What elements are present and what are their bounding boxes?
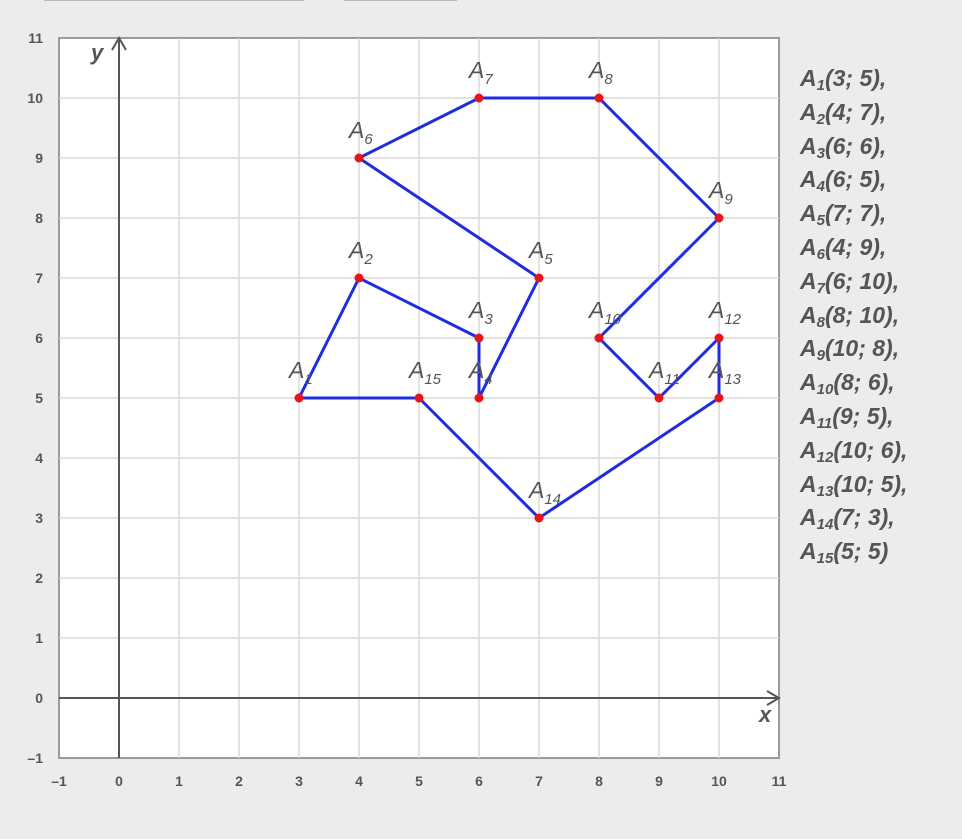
point-label: A5 [527, 237, 553, 268]
y-tick-label: 2 [35, 570, 43, 586]
y-tick-label: 11 [28, 30, 43, 46]
point-label: A13 [707, 357, 742, 388]
y-axis-arrow [111, 36, 127, 51]
x-axis-arrow [766, 690, 781, 706]
coordinates-list: A1(3; 5), A2(4; 7), A3(6; 6), A4(6; 5), A5(7… [800, 62, 907, 569]
coordinate-item: A3(6; 6), [800, 132, 887, 162]
point-label: A15 [407, 357, 442, 388]
x-tick-label: 7 [535, 773, 543, 789]
polygon-edge [357, 156, 541, 280]
coordinate-item: A4(6; 5), [800, 166, 887, 196]
point-label: A14 [527, 477, 561, 508]
coordinate-item: A8(8; 10), [800, 301, 900, 331]
x-tick-label: 5 [415, 773, 423, 789]
polygon-edge [477, 276, 541, 400]
polygon-edge [597, 96, 721, 220]
coordinate-item: A11(9; 5), [800, 402, 894, 432]
coordinate-item: A10(8; 6), [800, 369, 895, 399]
x-tick-label: 3 [295, 773, 303, 789]
y-tick-label: 10 [27, 90, 43, 106]
point-marker [714, 333, 724, 343]
polygon-edge [417, 396, 541, 520]
point-label: A6 [347, 117, 373, 148]
coordinate-item: A9(10; 8), [800, 335, 900, 365]
point-marker [594, 93, 604, 103]
y-tick-label: 4 [35, 450, 43, 466]
answer-input-2[interactable] [344, 0, 457, 1]
point-marker [354, 153, 364, 163]
answer-input-1[interactable] [44, 0, 304, 1]
coordinate-item: A12(10; 6), [800, 436, 908, 466]
point-label: A4 [467, 357, 493, 388]
point-label: A3 [467, 297, 493, 328]
coordinate-item: A5(7; 7), [800, 200, 887, 230]
polygon-edge [657, 336, 721, 400]
x-tick-label: 8 [595, 773, 603, 789]
point-label: A9 [707, 177, 733, 208]
point-label: A1 [287, 357, 313, 388]
point-label: A11 [647, 357, 680, 388]
y-tick-label: 1 [35, 630, 43, 646]
polygon [297, 96, 721, 520]
points [294, 93, 724, 523]
x-axis-label: x [758, 702, 772, 727]
y-tick-label: 5 [35, 390, 43, 406]
polygon-edge [597, 216, 721, 340]
x-tick-label: 11 [772, 773, 787, 789]
x-tick-label: 6 [475, 773, 483, 789]
polygon-edge [597, 336, 661, 400]
x-tick-label: 10 [711, 773, 727, 789]
point-marker [534, 513, 544, 523]
point-label: A7 [467, 57, 493, 88]
point-marker [354, 273, 364, 283]
point-marker [474, 393, 484, 403]
y-tick-label: 0 [35, 690, 43, 706]
polygon-edge [297, 276, 361, 400]
x-tick-label: 9 [655, 773, 663, 789]
polygon-edge [357, 276, 481, 340]
point-label: A2 [347, 237, 373, 268]
axes: xy [59, 36, 781, 758]
point-marker [414, 393, 424, 403]
y-tick-label: 9 [35, 150, 43, 166]
x-tick-label: 0 [115, 773, 123, 789]
point-marker [294, 393, 304, 403]
x-tick-label: –1 [51, 773, 67, 789]
y-axis-label: y [90, 40, 105, 65]
y-tick-label: 7 [35, 270, 43, 286]
point-label: A8 [587, 57, 613, 88]
point-marker [474, 93, 484, 103]
point-marker [594, 333, 604, 343]
x-tick-label: 1 [175, 773, 183, 789]
polygon-edge [357, 96, 481, 160]
y-tick-label: 6 [35, 330, 43, 346]
y-tick-label: 3 [35, 510, 43, 526]
y-tick-label: –1 [27, 750, 43, 766]
y-tick-label: 8 [35, 210, 43, 226]
coordinate-item: A7(6; 10), [800, 267, 900, 297]
polygon-edge [537, 396, 721, 520]
coordinate-item: A6(4; 9), [800, 233, 887, 263]
point-label: A10 [587, 297, 622, 328]
point-marker [714, 393, 724, 403]
x-tick-label: 4 [355, 773, 363, 789]
coordinate-item: A1(3; 5), [800, 65, 887, 94]
point-marker [534, 273, 544, 283]
coordinate-item: A13(10; 5), [800, 470, 908, 500]
tick-labels: –1 0 1 2 3 4 5 6 7 8 9 10 11 –1 0 1 2 3 4 5 6 7 8 9 10 11 [27, 30, 786, 789]
point-marker [654, 393, 664, 403]
coordinate-item: A14(7; 3), [800, 504, 895, 534]
coordinate-item: A2(4; 7), [800, 98, 887, 128]
point-marker [714, 213, 724, 223]
point-marker [474, 333, 484, 343]
point-label: A12 [707, 297, 742, 328]
coordinate-item: A15(5; 5) [800, 538, 889, 568]
x-tick-label: 2 [235, 773, 243, 789]
